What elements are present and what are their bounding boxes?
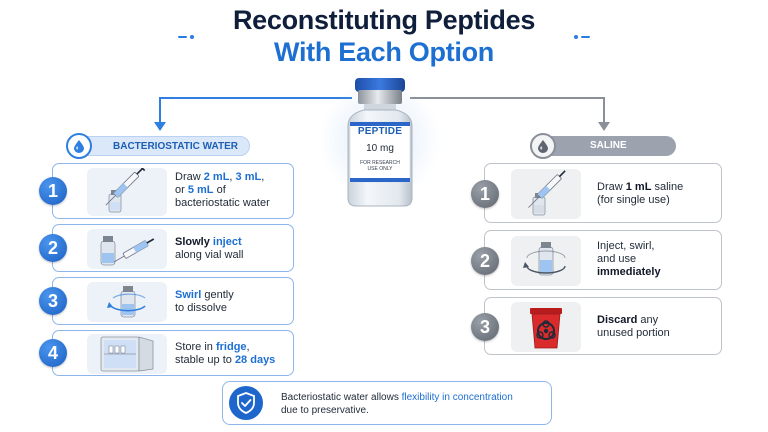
saline-drop-icon bbox=[530, 133, 556, 159]
step-number-badge: 1 bbox=[39, 177, 67, 205]
vial-label: PEPTIDE 10 mg FOR RESEARCH USE ONLY bbox=[351, 126, 409, 172]
bacteriostatic-header-label: BACTERIOSTATIC WATER bbox=[113, 141, 238, 152]
title-line-2: With Each Option bbox=[274, 37, 494, 67]
bacteriostatic-step-4-text: Store in fridge, stable up to 28 days bbox=[175, 341, 276, 366]
step-number-badge: 4 bbox=[39, 339, 67, 367]
preservative-note-text: Bacteriostatic water allows flexibility … bbox=[281, 392, 513, 416]
vial-dose: 10 mg bbox=[366, 143, 394, 154]
inject-illustration bbox=[87, 229, 167, 269]
swirl-vial-icon bbox=[107, 286, 146, 318]
inject-vial-icon bbox=[100, 236, 155, 266]
saline-step-1: 1 Draw 1 mL saline (for single use) bbox=[471, 163, 722, 223]
vial-peptide-name: PEPTIDE bbox=[357, 126, 403, 137]
title-decoration-dot-right bbox=[574, 35, 578, 39]
step-number-badge: 1 bbox=[471, 180, 499, 208]
title-decoration-dot-left bbox=[190, 35, 194, 39]
page-title: Reconstituting Peptides With Each Option bbox=[0, 4, 768, 68]
title-decoration-dash-right bbox=[581, 36, 590, 38]
swirl-illustration bbox=[87, 282, 167, 322]
shield-check-icon bbox=[229, 386, 263, 420]
bacteriostatic-step-1-text: Draw 2 mL, 3 mL, or 5 mL of bacteriostat… bbox=[175, 171, 270, 209]
saline-step-2: 2 Inject, swirl, and use immediately bbox=[471, 230, 722, 290]
vial-note: FOR RESEARCH USE ONLY bbox=[351, 160, 409, 172]
vial-note-line-1: FOR RESEARCH bbox=[360, 160, 400, 166]
syringe-draw-icon bbox=[105, 165, 146, 213]
swirl-vial-icon bbox=[523, 242, 566, 276]
arrowhead-left bbox=[154, 122, 166, 131]
arrow-to-saline bbox=[410, 97, 605, 126]
bacteriostatic-step-2: 2 Slowly inject along vial wall bbox=[39, 224, 294, 272]
arrowhead-right bbox=[598, 122, 610, 131]
step-number-badge: 2 bbox=[39, 234, 67, 262]
saline-header-label: SALINE bbox=[590, 140, 627, 151]
biohazard-bin-icon bbox=[530, 308, 562, 349]
step-number-badge: 3 bbox=[39, 287, 67, 315]
syringe-vial-illustration bbox=[87, 165, 167, 216]
biohazard-illustration bbox=[511, 302, 581, 352]
fridge-illustration bbox=[87, 334, 167, 374]
saline-step-3-text: Discard any unused portion bbox=[597, 314, 670, 339]
saline-step-3: 3 Discard any unused portion bbox=[471, 297, 722, 355]
step-number-badge: 2 bbox=[471, 247, 499, 275]
bacteriostatic-step-4: 4 Store in fridge, stable up to 28 days bbox=[39, 330, 294, 376]
arrow-to-bacteriostatic bbox=[159, 97, 352, 126]
vial-note-line-2: USE ONLY bbox=[367, 166, 393, 172]
bacteriostatic-step-3-text: Swirl gently to dissolve bbox=[175, 289, 234, 314]
saline-header: SALINE bbox=[530, 136, 676, 156]
saline-step-2-text: Inject, swirl, and use immediately bbox=[597, 240, 661, 278]
peptide-vial-icon bbox=[347, 78, 413, 207]
bacteriostatic-step-1: 1 Draw 2 mL, 3 mL, or 5 mL of bacteriost… bbox=[39, 163, 294, 219]
preservative-note: Bacteriostatic water allows flexibility … bbox=[222, 381, 552, 425]
syringe-draw-icon bbox=[528, 170, 566, 216]
saline-step-1-text: Draw 1 mL saline (for single use) bbox=[597, 181, 684, 206]
title-line-1: Reconstituting Peptides bbox=[232, 5, 536, 35]
water-drop-icon bbox=[66, 133, 92, 159]
bacteriostatic-step-2-text: Slowly inject along vial wall bbox=[175, 236, 244, 261]
step-number-badge: 3 bbox=[471, 313, 499, 341]
bacteriostatic-header: BACTERIOSTATIC WATER bbox=[70, 136, 250, 156]
fridge-icon bbox=[100, 336, 154, 372]
saline-draw-illustration bbox=[511, 169, 581, 219]
bacteriostatic-step-3: 3 Swirl gently to dissolve bbox=[39, 277, 294, 325]
title-decoration-dash-left bbox=[178, 36, 187, 38]
saline-swirl-illustration bbox=[511, 236, 581, 286]
